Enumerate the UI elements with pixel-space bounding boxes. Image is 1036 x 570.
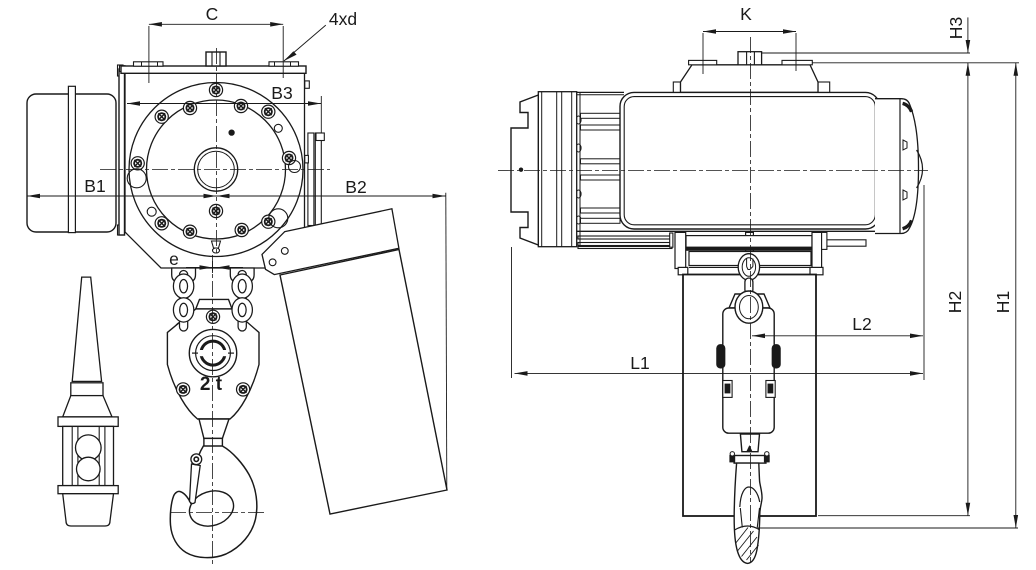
- svg-text:H3: H3: [946, 17, 966, 39]
- svg-text:2 t: 2 t: [200, 374, 223, 395]
- svg-text:e: e: [169, 249, 179, 269]
- svg-text:C: C: [206, 4, 219, 24]
- svg-text:4xd: 4xd: [329, 9, 357, 29]
- svg-text:K: K: [740, 4, 752, 24]
- svg-text:L1: L1: [630, 353, 649, 373]
- svg-text:H1: H1: [993, 291, 1013, 313]
- svg-text:H2: H2: [945, 291, 965, 313]
- svg-text:B3: B3: [271, 83, 292, 103]
- svg-text:B2: B2: [345, 177, 366, 197]
- svg-text:B1: B1: [84, 176, 105, 196]
- svg-text:L2: L2: [852, 314, 871, 334]
